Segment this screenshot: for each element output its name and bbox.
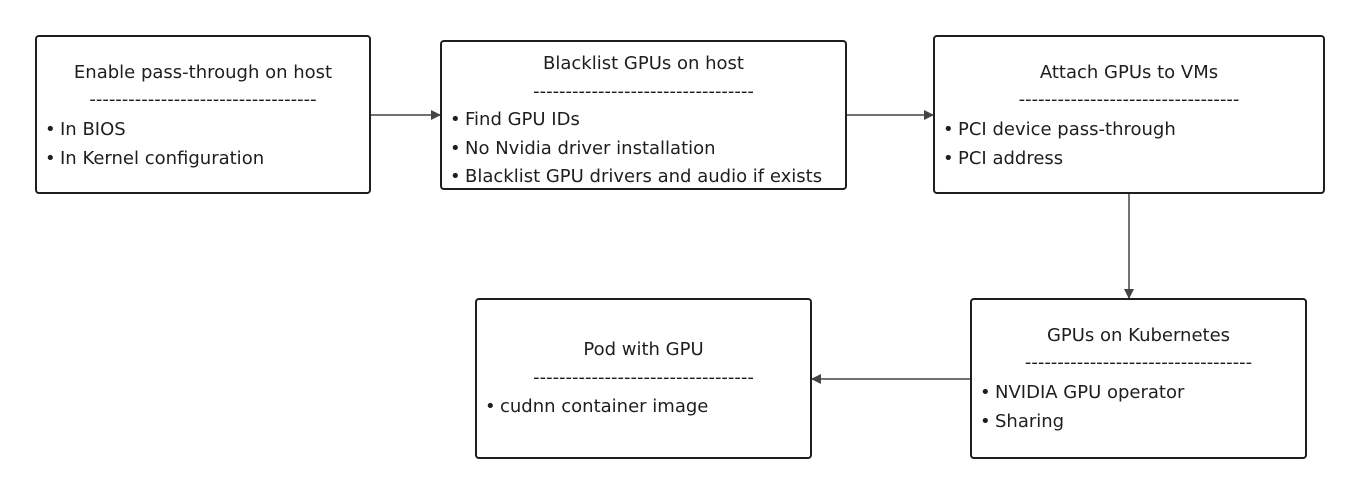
list-item: In BIOS: [45, 116, 365, 145]
node-title: Blacklist GPUs on host: [543, 53, 744, 74]
node-item-list: NVIDIA GPU operator Sharing: [980, 379, 1301, 436]
node-attach-gpus: Attach GPUs to VMs ---------------------…: [933, 35, 1325, 194]
node-separator: -----------------------------------: [1024, 352, 1253, 373]
node-enable-pass-through: Enable pass-through on host ------------…: [35, 35, 371, 194]
node-item-list: In BIOS In Kernel configuration: [45, 116, 365, 173]
list-item: PCI address: [943, 145, 1319, 174]
list-item: NVIDIA GPU operator: [980, 379, 1301, 408]
node-item-list: PCI device pass-through PCI address: [943, 116, 1319, 173]
list-item: PCI device pass-through: [943, 116, 1319, 145]
list-item: In Kernel configuration: [45, 145, 365, 174]
list-item: No Nvidia driver installation: [450, 135, 841, 164]
node-separator: ----------------------------------: [533, 367, 754, 388]
node-separator: ----------------------------------: [1018, 89, 1240, 110]
node-title: Enable pass-through on host: [73, 62, 333, 83]
list-item: Find GPU IDs: [450, 106, 841, 135]
list-item: Blacklist GPU drivers and audio if exist…: [450, 163, 841, 192]
node-title: GPUs on Kubernetes: [1046, 325, 1231, 346]
node-pod-with-gpu: Pod with GPU ---------------------------…: [475, 298, 812, 459]
node-separator: ----------------------------------: [533, 81, 754, 102]
node-title: Pod with GPU: [583, 339, 704, 360]
node-title: Attach GPUs to VMs: [1039, 62, 1219, 83]
node-item-list: cudnn container image: [485, 393, 806, 422]
node-gpus-on-kubernetes: GPUs on Kubernetes ---------------------…: [970, 298, 1307, 459]
list-item: cudnn container image: [485, 393, 806, 422]
node-blacklist-gpus: Blacklist GPUs on host -----------------…: [440, 40, 847, 190]
node-separator: -----------------------------------: [89, 89, 317, 110]
list-item: Sharing: [980, 408, 1301, 437]
node-item-list: Find GPU IDs No Nvidia driver installati…: [450, 106, 841, 192]
